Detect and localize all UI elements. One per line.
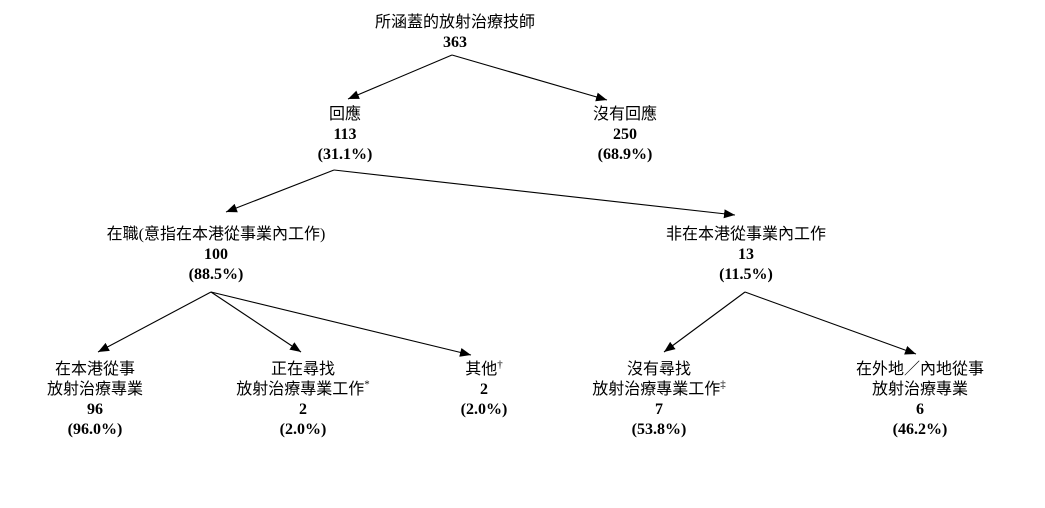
node-percent: (31.1%)	[317, 146, 373, 163]
node-not-seeking-rt-job: 沒有尋找 放射治療專業工作‡ 7 (53.8%)	[592, 360, 726, 440]
node-employed-in-hk: 在職(意指在本港從事業內工作) 100 (88.5%)	[107, 225, 326, 285]
arrow-employed-to-others	[210, 291, 472, 357]
arrow-not-in-hk-to-elsewhere	[744, 291, 917, 355]
node-label: 沒有回應	[592, 106, 658, 123]
node-count: 2	[480, 381, 488, 398]
node-seeking-rt-job: 正在尋找 放射治療專業工作* 2 (2.0%)	[236, 360, 370, 440]
node-others: 其他† 2 (2.0%)	[460, 358, 508, 420]
node-label: 回應	[328, 106, 361, 123]
arrow-employed-to-seeking	[210, 291, 302, 353]
node-label-text: 放射治療專業工作	[592, 381, 721, 398]
node-label-text: 放射治療專業工作	[236, 381, 365, 398]
node-label-line2: 放射治療專業工作*	[236, 378, 370, 400]
arrow-responded-to-employed	[225, 169, 335, 213]
node-practising-in-hk: 在本港從事 放射治療專業 96 (96.0%)	[47, 360, 143, 440]
node-no-response: 沒有回應 250 (68.9%)	[593, 105, 657, 165]
node-label-line2: 放射治療專業工作‡	[592, 378, 726, 400]
footnote-marker-double-dagger: ‡	[720, 378, 726, 391]
node-count: 2	[298, 401, 307, 418]
node-label: 在職(意指在本港從事業內工作)	[106, 226, 326, 243]
node-percent: (46.2%)	[892, 421, 948, 438]
node-percent: (2.0%)	[460, 401, 508, 418]
footnote-marker-asterisk: *	[364, 378, 370, 391]
node-label-line1: 在外地／內地從事	[855, 361, 985, 378]
arrow-not-in-hk-to-not-seeking	[663, 291, 746, 353]
node-not-working-in-hk-industry: 非在本港從事業內工作 13 (11.5%)	[666, 225, 826, 285]
node-label-line2: 放射治療專業	[871, 381, 969, 398]
node-label-line1: 在本港從事	[54, 361, 136, 378]
node-count: 96	[86, 401, 103, 418]
node-percent: (96.0%)	[67, 421, 123, 438]
node-percent: (2.0%)	[279, 421, 327, 438]
node-count: 7	[654, 401, 663, 418]
node-label: 其他†	[461, 358, 508, 380]
node-percent: (88.5%)	[188, 266, 244, 283]
node-percent: (11.5%)	[719, 266, 773, 283]
footnote-marker-dagger: †	[497, 358, 503, 371]
node-responded: 回應 113 (31.1%)	[318, 105, 373, 165]
node-label: 非在本港從事業內工作	[665, 226, 827, 243]
node-label-text: 其他	[465, 361, 498, 378]
arrow-root-to-responded	[347, 54, 453, 100]
arrow-root-to-no-response	[451, 54, 608, 102]
node-root: 所涵蓋的放射治療技師 363	[375, 13, 535, 53]
node-count: 6	[915, 401, 924, 418]
node-count: 100	[203, 246, 228, 263]
arrow-responded-to-not-in-hk	[333, 169, 736, 219]
node-count: 113	[333, 126, 357, 143]
node-count: 363	[442, 34, 467, 51]
arrow-employed-to-practising-hk	[97, 291, 212, 353]
node-percent: (53.8%)	[631, 421, 687, 438]
node-count: 250	[612, 126, 637, 143]
node-practising-mainland-overseas: 在外地／內地從事 放射治療專業 6 (46.2%)	[856, 360, 984, 440]
node-label-line1: 沒有尋找	[626, 361, 692, 378]
node-label: 所涵蓋的放射治療技師	[374, 14, 536, 31]
node-percent: (68.9%)	[597, 146, 653, 163]
node-label-line2: 放射治療專業	[46, 381, 144, 398]
node-count: 13	[737, 246, 754, 263]
node-label-line1: 正在尋找	[270, 361, 336, 378]
